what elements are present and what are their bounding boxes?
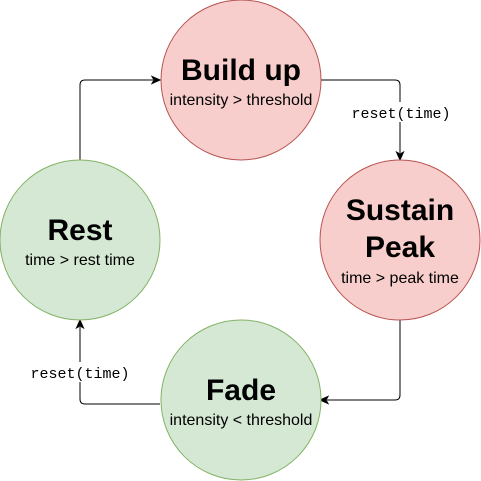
state-build-up-circle [160,0,322,161]
state-build-up-condition: intensity > threshold [170,92,313,109]
arrowhead-into-rest [75,318,85,330]
state-sustain-peak-condition: time > peak time [341,270,459,287]
edge-fade-to-rest[interactable] [79,327,160,405]
state-fade-circle [160,319,322,481]
transitions [75,75,405,405]
edge-label-build-to-sustain: reset(time) [351,106,450,123]
state-sustain-peak-title-line2: Peak [365,231,435,264]
state-build-up-title: Build up [181,54,301,87]
state-fade-condition: intensity < threshold [170,412,313,429]
edge-label-bg-fade-to-rest [25,362,135,382]
state-fade-title: Fade [206,374,276,407]
edge-rest-to-build-up[interactable] [79,79,153,160]
state-sustain-peak[interactable]: Sustain Peak time > peak time [319,159,481,321]
state-rest-condition: time > rest time [25,252,135,269]
state-rest-title: Rest [47,214,112,247]
arrowhead-into-sustain-peak [395,150,405,162]
arrowhead-into-fade [318,395,330,405]
edge-sustain-peak-to-fade[interactable] [327,320,401,401]
state-sustain-peak-title-line1: Sustain [346,194,454,227]
edge-label-fade-to-rest: reset(time) [30,366,129,383]
edge-label-bg-build-to-sustain [346,102,456,122]
arrowhead-into-build-up [150,75,162,85]
state-rest[interactable]: Rest time > rest time [0,159,161,321]
state-sustain-peak-circle [319,159,481,321]
state-fade[interactable]: Fade intensity < threshold [160,319,322,481]
edge-build-up-to-sustain-peak[interactable] [320,79,401,153]
state-rest-circle [0,159,161,321]
state-build-up[interactable]: Build up intensity > threshold [160,0,322,161]
